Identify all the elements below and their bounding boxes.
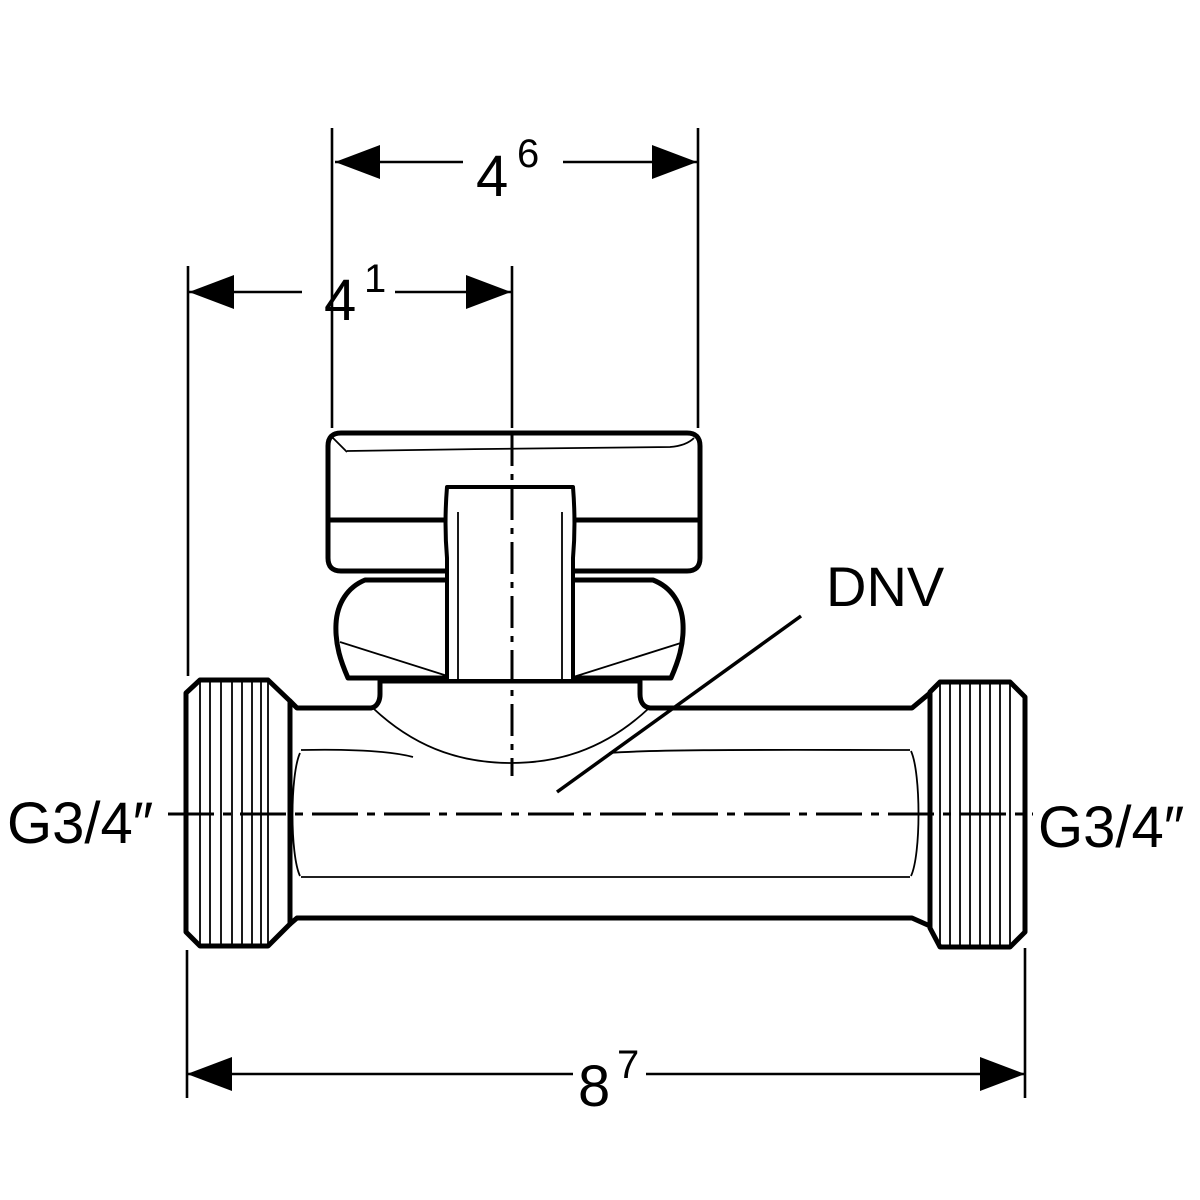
actuator-assembly bbox=[325, 430, 703, 683]
handle-cap-top-face-line bbox=[346, 437, 695, 452]
dim-superscript-handle-width: 6 bbox=[517, 132, 539, 176]
handle-cap-bevel bbox=[331, 436, 348, 453]
pipe-bottom-outline bbox=[287, 915, 933, 929]
dimension-arrow-right-icon bbox=[980, 1057, 1025, 1091]
bonnet-chamfer-left bbox=[339, 641, 458, 680]
dimension-arrow-right-icon bbox=[652, 145, 697, 179]
dimension-overall-length: 8 7 bbox=[187, 1043, 1025, 1119]
left-thread-label: G3/4″ bbox=[7, 791, 153, 856]
dim-superscript-inlet-to-center: 1 bbox=[364, 257, 386, 301]
bore-line-upper-right bbox=[608, 748, 911, 754]
bonnet-chamfer-right bbox=[566, 641, 685, 680]
bore-line-upper-left bbox=[300, 748, 414, 758]
pipe-top-outline bbox=[287, 678, 933, 711]
right-thread-label: G3/4″ bbox=[1038, 795, 1184, 860]
dim-value-handle-width: 4 bbox=[476, 144, 508, 209]
left-thread-fitting bbox=[183, 677, 293, 949]
dimension-inlet-to-center: 4 1 bbox=[189, 257, 511, 333]
dim-value-overall-length: 8 bbox=[578, 1054, 610, 1119]
dnv-leader-line bbox=[555, 614, 803, 794]
dimension-arrow-left-icon bbox=[335, 145, 380, 179]
extension-lines bbox=[185, 128, 1027, 1098]
valve-stem bbox=[443, 485, 577, 683]
dim-value-inlet-to-center: 4 bbox=[324, 268, 356, 333]
bore-end-curve-left bbox=[291, 752, 301, 877]
dimension-arrow-left-icon bbox=[187, 1057, 232, 1091]
part-designation-label: DNV bbox=[826, 555, 945, 618]
dim-superscript-overall-length: 7 bbox=[617, 1043, 639, 1087]
dimension-arrow-right-icon bbox=[466, 275, 511, 309]
dimension-arrow-left-icon bbox=[189, 275, 234, 309]
dimension-handle-width: 4 6 bbox=[335, 132, 697, 209]
